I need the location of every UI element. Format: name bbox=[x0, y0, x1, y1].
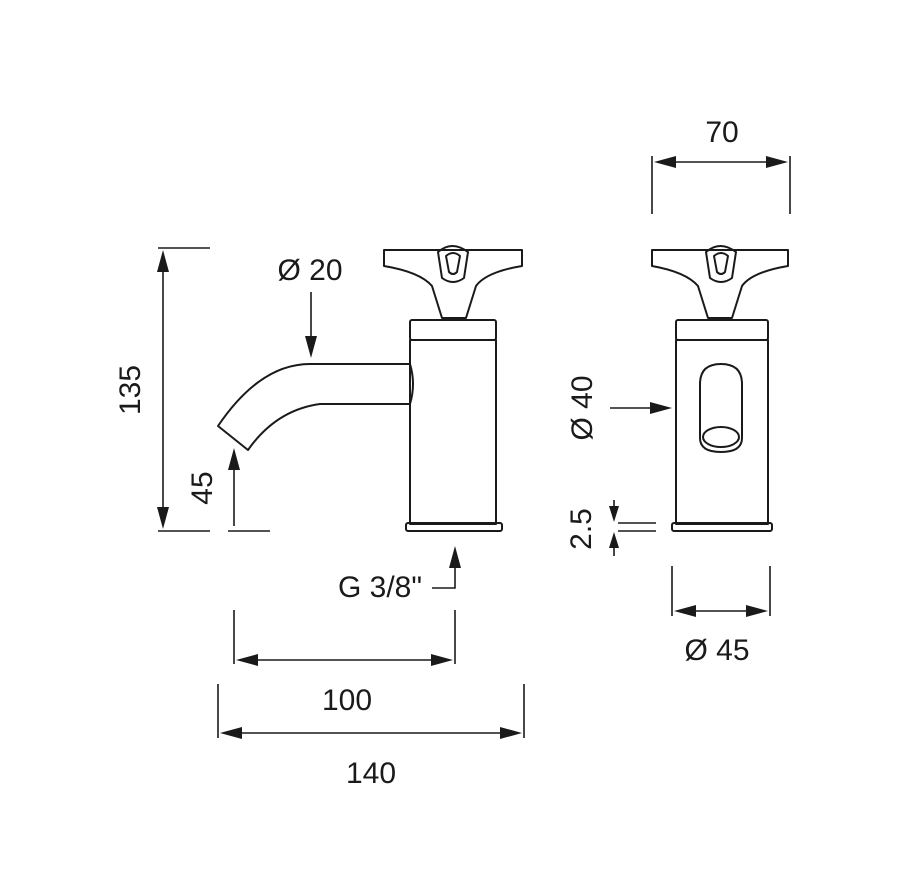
spout-height-label: 45 bbox=[186, 471, 219, 504]
dim-spout-diameter: Ø 20 bbox=[277, 254, 343, 358]
height-label: 135 bbox=[114, 365, 147, 415]
dim-spout-height: 45 bbox=[186, 448, 270, 532]
front-handle-cap bbox=[437, 245, 469, 283]
handle-width-label: 70 bbox=[705, 116, 738, 149]
spout bbox=[217, 363, 414, 451]
dim-thread: G 3/8" bbox=[338, 546, 461, 604]
spout-diameter-label: Ø 20 bbox=[277, 254, 342, 287]
front-body bbox=[409, 339, 497, 525]
side-view bbox=[651, 245, 789, 532]
dim-handle-width: 70 bbox=[651, 116, 791, 214]
spout-reach-label: 100 bbox=[322, 684, 372, 717]
front-collar bbox=[409, 319, 497, 341]
dim-spout-reach: 100 bbox=[233, 610, 456, 717]
front-handle bbox=[383, 249, 523, 319]
spout-opening bbox=[702, 426, 740, 448]
body-diameter-label: Ø 40 bbox=[566, 375, 599, 440]
front-view bbox=[217, 245, 523, 532]
dim-total-length: 140 bbox=[217, 684, 525, 790]
base-thickness-label: 2.5 bbox=[565, 508, 598, 550]
base-diameter-label: Ø 45 bbox=[684, 634, 749, 667]
dim-base-thickness: 2.5 bbox=[565, 500, 656, 556]
side-handle bbox=[651, 249, 789, 319]
side-handle-cap bbox=[705, 245, 737, 283]
dim-height: 135 bbox=[114, 247, 210, 532]
total-length-label: 140 bbox=[346, 757, 396, 790]
dim-body-diameter: Ø 40 bbox=[566, 375, 672, 441]
side-body bbox=[675, 339, 769, 525]
spout-opening-outline bbox=[699, 363, 743, 453]
thread-label: G 3/8" bbox=[338, 571, 422, 604]
side-base bbox=[671, 522, 773, 532]
dim-base-diameter: Ø 45 bbox=[671, 566, 771, 667]
side-collar bbox=[675, 319, 769, 341]
front-base bbox=[405, 522, 503, 532]
